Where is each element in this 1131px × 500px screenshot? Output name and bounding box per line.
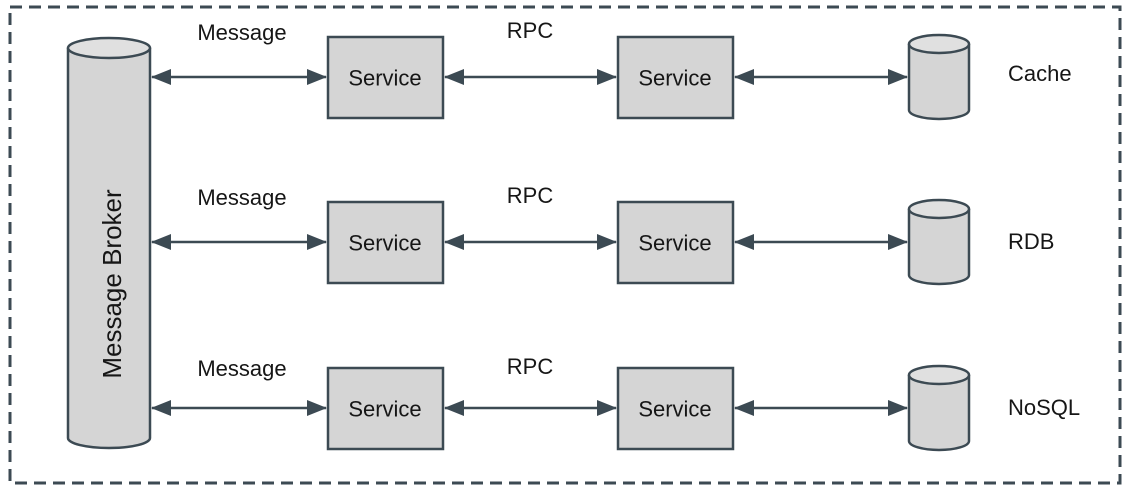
datastore-label: RDB (1008, 229, 1054, 254)
message-broker-node: Message Broker (66, 36, 152, 450)
system-boundary (8, 5, 1122, 485)
pipeline-row-nosql: Message Service RPC Service NoSQL (151, 354, 1080, 452)
datastore-label: NoSQL (1008, 395, 1080, 420)
broker-cylinder (66, 48, 152, 450)
pipeline-row-cache: Message Service RPC Service Cache (151, 18, 1072, 121)
rpc-label: RPC (507, 354, 554, 379)
service-node (326, 366, 445, 451)
broker-cylinder-lid (66, 36, 152, 60)
rpc-label: RPC (507, 18, 554, 43)
service-label: Service (638, 397, 711, 422)
datastore-label: Cache (1008, 61, 1072, 86)
rpc-label: RPC (507, 183, 554, 208)
service-label: Service (348, 397, 421, 422)
broker-label: Message Broker (97, 189, 127, 379)
pipeline-row-rdb: Message Service RPC Service RDB (151, 183, 1054, 286)
service-node (616, 366, 735, 451)
message-label: Message (197, 356, 286, 381)
cache-cylinder-lid (907, 33, 971, 55)
cache-cylinder (907, 44, 971, 121)
service-label: Service (348, 66, 421, 91)
rdb-cylinder (907, 209, 971, 286)
service-label: Service (638, 66, 711, 91)
message-label: Message (197, 20, 286, 45)
nosql-cylinder-lid (907, 364, 971, 386)
service-label: Service (638, 231, 711, 256)
rdb-cylinder-lid (907, 198, 971, 220)
service-label: Service (348, 231, 421, 256)
service-node (326, 200, 445, 285)
service-node (616, 35, 735, 120)
message-label: Message (197, 185, 286, 210)
nosql-cylinder (907, 375, 971, 452)
service-node (326, 35, 445, 120)
service-node (616, 200, 735, 285)
